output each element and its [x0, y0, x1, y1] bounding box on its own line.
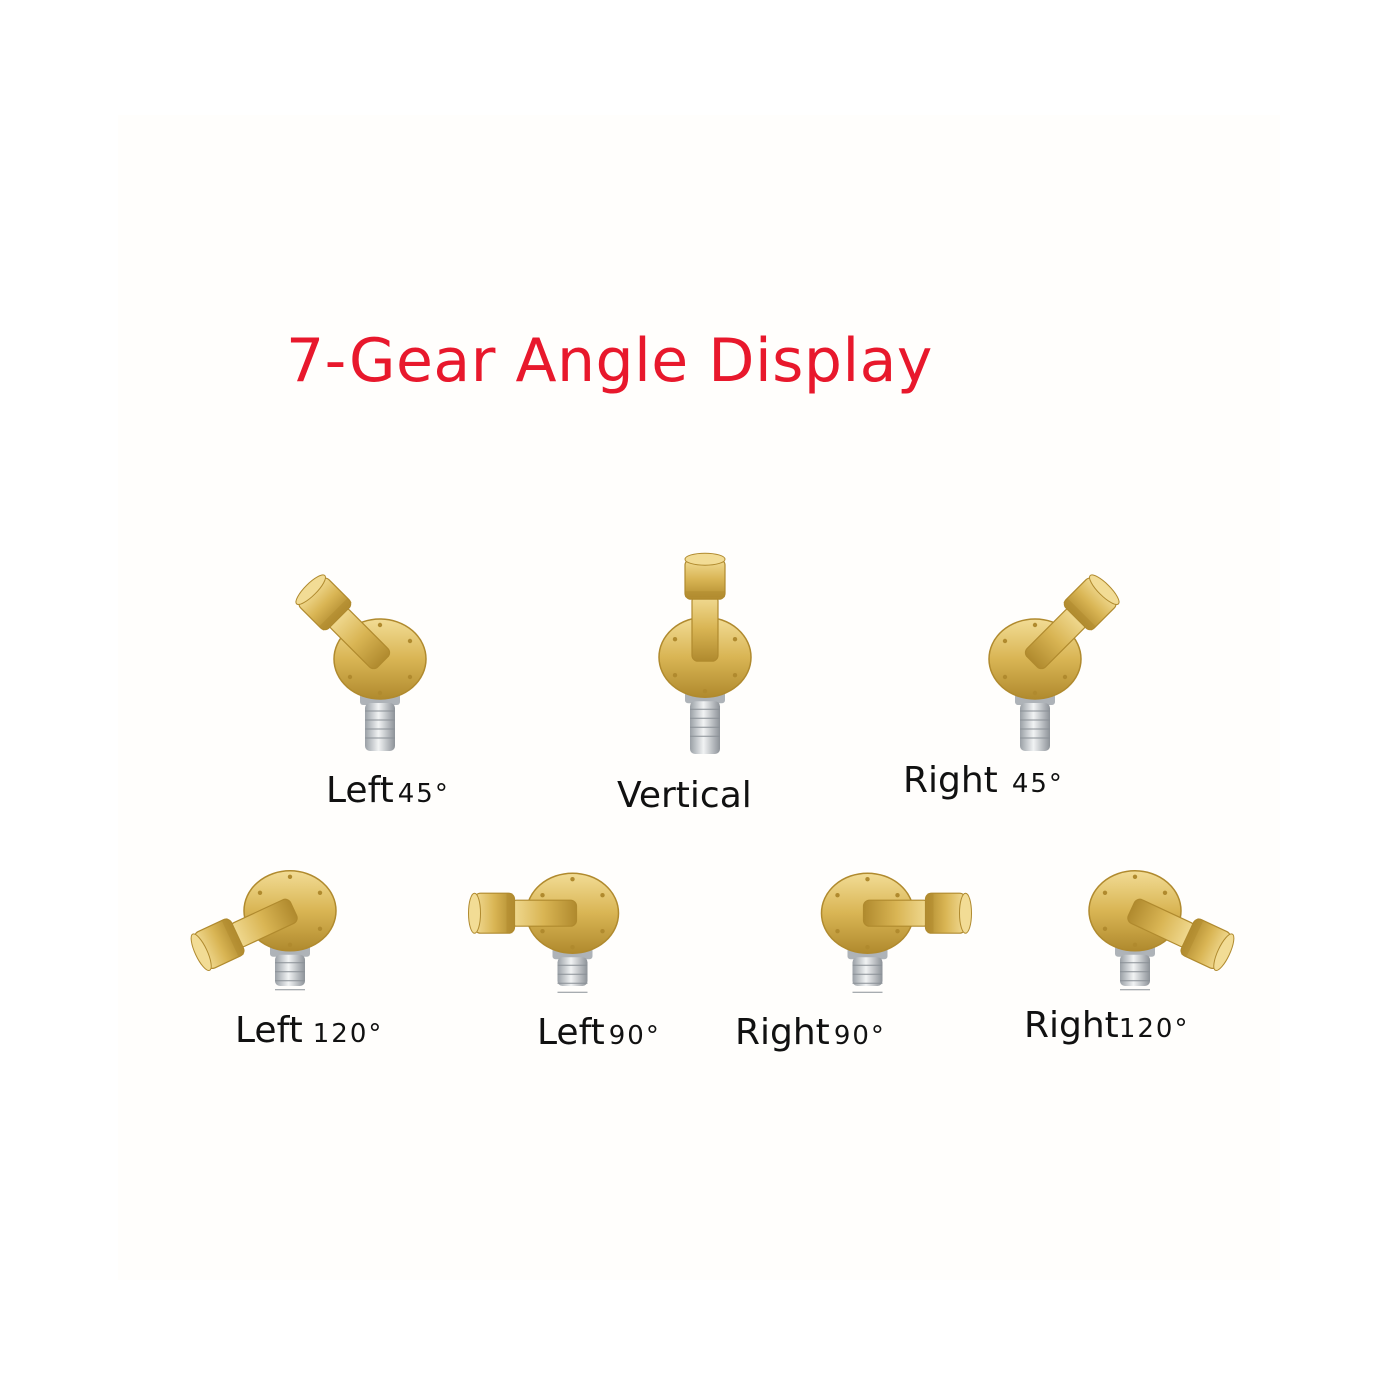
label-angle: 45°	[1011, 769, 1064, 799]
nozzle-vertical-image	[658, 552, 752, 754]
label-angle: 120°	[312, 1019, 384, 1049]
nozzle-head	[468, 892, 578, 934]
nozzle-right-120	[1025, 825, 1245, 991]
label-angle: 120°	[1118, 1014, 1190, 1044]
label-word: Left	[235, 1010, 303, 1051]
nozzle-vertical	[620, 548, 790, 758]
nozzle-head	[862, 892, 972, 934]
label-word: Right	[903, 760, 998, 801]
nozzle-head	[1024, 574, 1120, 670]
nozzle-right-45-image	[988, 574, 1120, 751]
label-right-120: Right120°	[1024, 1005, 1189, 1046]
label-word: Right	[1024, 1005, 1119, 1046]
page-title: 7-Gear Angle Display	[286, 326, 933, 396]
nozzle-right-90	[760, 830, 975, 993]
nozzle-right-45	[935, 555, 1135, 755]
nozzle-right-90-image	[820, 872, 972, 993]
nozzle-left-45-image	[295, 574, 427, 751]
nozzle-head	[684, 552, 726, 662]
nozzle-left-45	[280, 555, 480, 755]
label-word: Right	[735, 1012, 830, 1053]
nozzle-head	[190, 898, 298, 972]
nozzle-left-90	[465, 830, 680, 993]
label-word: Vertical	[617, 775, 752, 816]
nozzle-left-120	[180, 825, 400, 991]
label-angle: 45°	[397, 779, 450, 809]
nozzle-head	[295, 574, 391, 670]
nozzle-head	[1127, 898, 1235, 972]
label-angle: 90°	[608, 1021, 661, 1051]
label-right-45: Right 45°	[903, 760, 1064, 801]
nozzle-left-120-image	[190, 870, 337, 991]
nozzle-left-90-image	[468, 872, 620, 993]
label-word: Left	[326, 770, 394, 811]
nozzle-right-120-image	[1088, 870, 1235, 991]
label-word: Left	[537, 1012, 605, 1053]
label-angle: 90°	[833, 1021, 886, 1051]
label-vertical: Vertical	[617, 775, 752, 816]
label-left-120: Left 120°	[235, 1010, 383, 1051]
